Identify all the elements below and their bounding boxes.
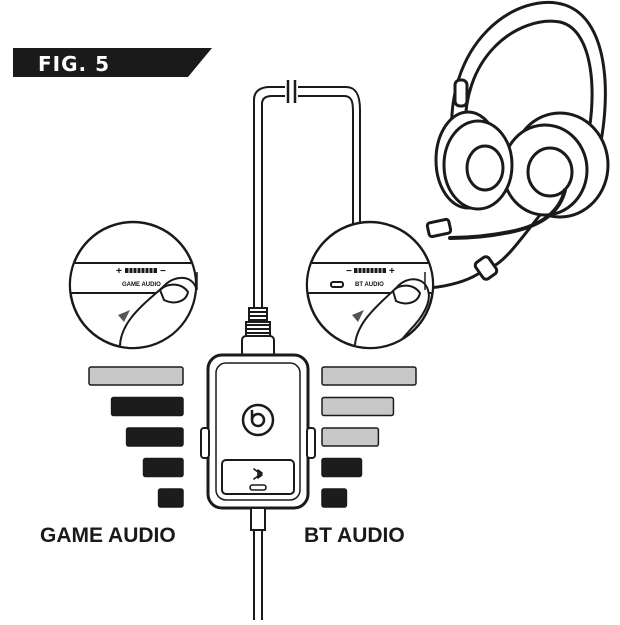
power-icon: [253, 468, 263, 480]
figure-label: FIG. 5: [13, 48, 212, 77]
bt-audio-bar-2: [321, 396, 395, 417]
dial-callout-left: + − GAME AUDIO: [68, 220, 198, 350]
game-audio-bar-2: [110, 396, 184, 417]
dial-callout-right: − + BT AUDIO: [305, 220, 435, 350]
power-button[interactable]: [249, 468, 267, 491]
volume-bars-bt-audio: [321, 366, 417, 508]
game-audio-bar-3: [125, 427, 184, 447]
volume-bars-game-audio: [88, 366, 184, 508]
bluetooth-icon: [250, 410, 266, 428]
controller-cable: [253, 80, 361, 312]
headset-icon: [425, 0, 610, 290]
game-audio-label: GAME AUDIO: [40, 524, 176, 547]
bt-audio-bar-4: [321, 457, 363, 478]
dial-left-caption: GAME AUDIO: [122, 282, 161, 288]
bluetooth-button[interactable]: [241, 403, 275, 437]
dial-left-minus: −: [160, 266, 166, 277]
dial-left-plus: +: [116, 266, 122, 277]
dial-right-minus: −: [346, 266, 352, 277]
game-audio-bar-4: [142, 457, 184, 478]
bt-audio-label: BT AUDIO: [304, 524, 405, 547]
bt-audio-bar-1: [321, 366, 417, 386]
bt-audio-bar-3: [321, 427, 380, 447]
bottom-cable: [250, 507, 266, 620]
game-audio-bar-5: [157, 488, 184, 508]
audio-jack: [241, 307, 275, 359]
dial-right-caption: BT AUDIO: [355, 282, 384, 288]
dial-right-plus: +: [389, 266, 395, 277]
figure-label-text: FIG. 5: [38, 52, 110, 76]
bt-audio-bar-5: [321, 488, 348, 508]
game-audio-bar-1: [88, 366, 184, 386]
inline-controller: [200, 353, 316, 510]
